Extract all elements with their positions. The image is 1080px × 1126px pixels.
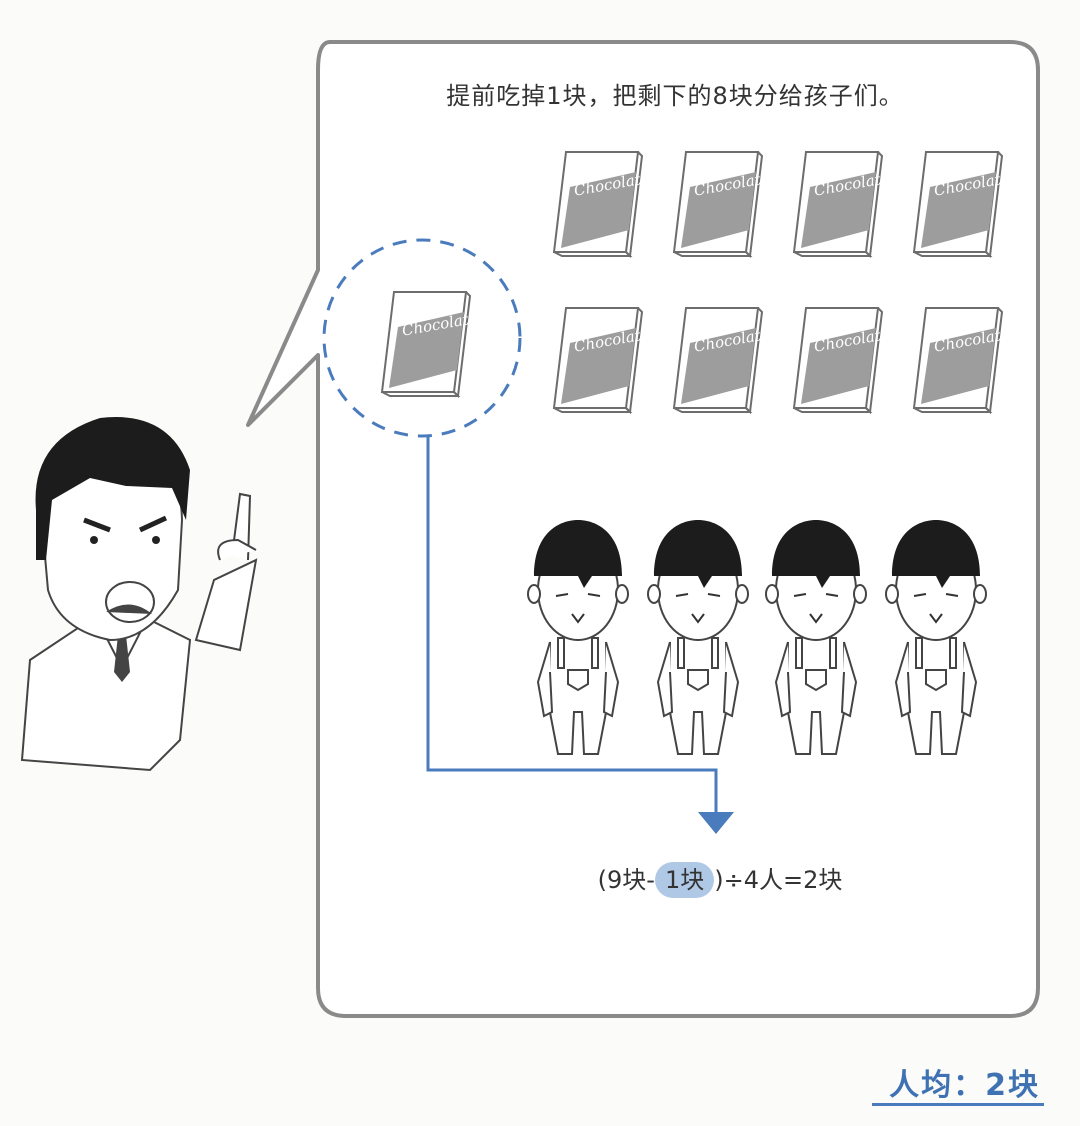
arrow-down-icon [698,812,734,834]
teacher-character [20,417,258,772]
equation-rest: )÷4人=2块 [714,866,843,894]
speech-bubble [246,40,1040,1018]
summary-label: 人均： [889,1068,986,1103]
caption-text: 提前吃掉1块，把剩下的8块分给孩子们。 [446,82,904,110]
summary-underline [872,1103,1044,1106]
equation-highlighted-term: 1块 [654,862,715,898]
summary-value: 2块 [985,1068,1040,1103]
dashed-circle [322,238,522,438]
equation-open: (9块 [597,866,647,894]
per-person-summary: 人均：2块 [889,1060,1040,1104]
connector-line [426,436,718,812]
equation-minus: - [646,866,655,894]
equation: (9块-1块)÷4人=2块 [420,860,1020,898]
